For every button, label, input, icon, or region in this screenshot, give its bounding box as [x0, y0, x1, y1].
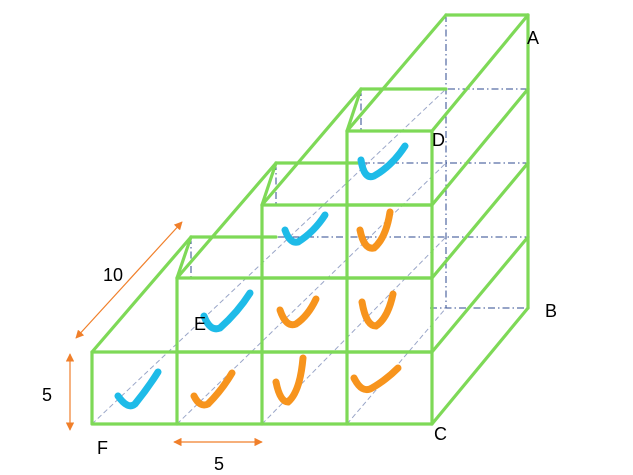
- check-blue-3: [281, 211, 329, 246]
- vertex-label-b: B: [545, 301, 557, 321]
- check-orange-3: [350, 364, 402, 394]
- dimension-arrows: [65, 221, 263, 447]
- check-orange-5: [358, 290, 397, 330]
- height-dimension-label: 5: [42, 385, 52, 405]
- check-orange-1: [190, 369, 236, 409]
- check-marks: [114, 142, 409, 410]
- vertex-label-d: D: [432, 130, 445, 150]
- check-blue-4: [357, 142, 409, 181]
- width-dimension-label: 5: [214, 454, 224, 474]
- check-blue-1: [114, 368, 162, 410]
- vertex-label-c: C: [434, 424, 447, 444]
- vertex-label-f: F: [97, 438, 108, 458]
- check-orange-2: [272, 354, 307, 406]
- depth-dimension-label: 10: [103, 265, 123, 285]
- vertex-label-e: E: [194, 314, 206, 334]
- check-orange-4: [276, 295, 320, 329]
- check-blue-2: [200, 289, 254, 333]
- check-orange-6: [356, 208, 394, 252]
- vertex-label-a: A: [527, 28, 539, 48]
- depth-arrow: [75, 221, 183, 339]
